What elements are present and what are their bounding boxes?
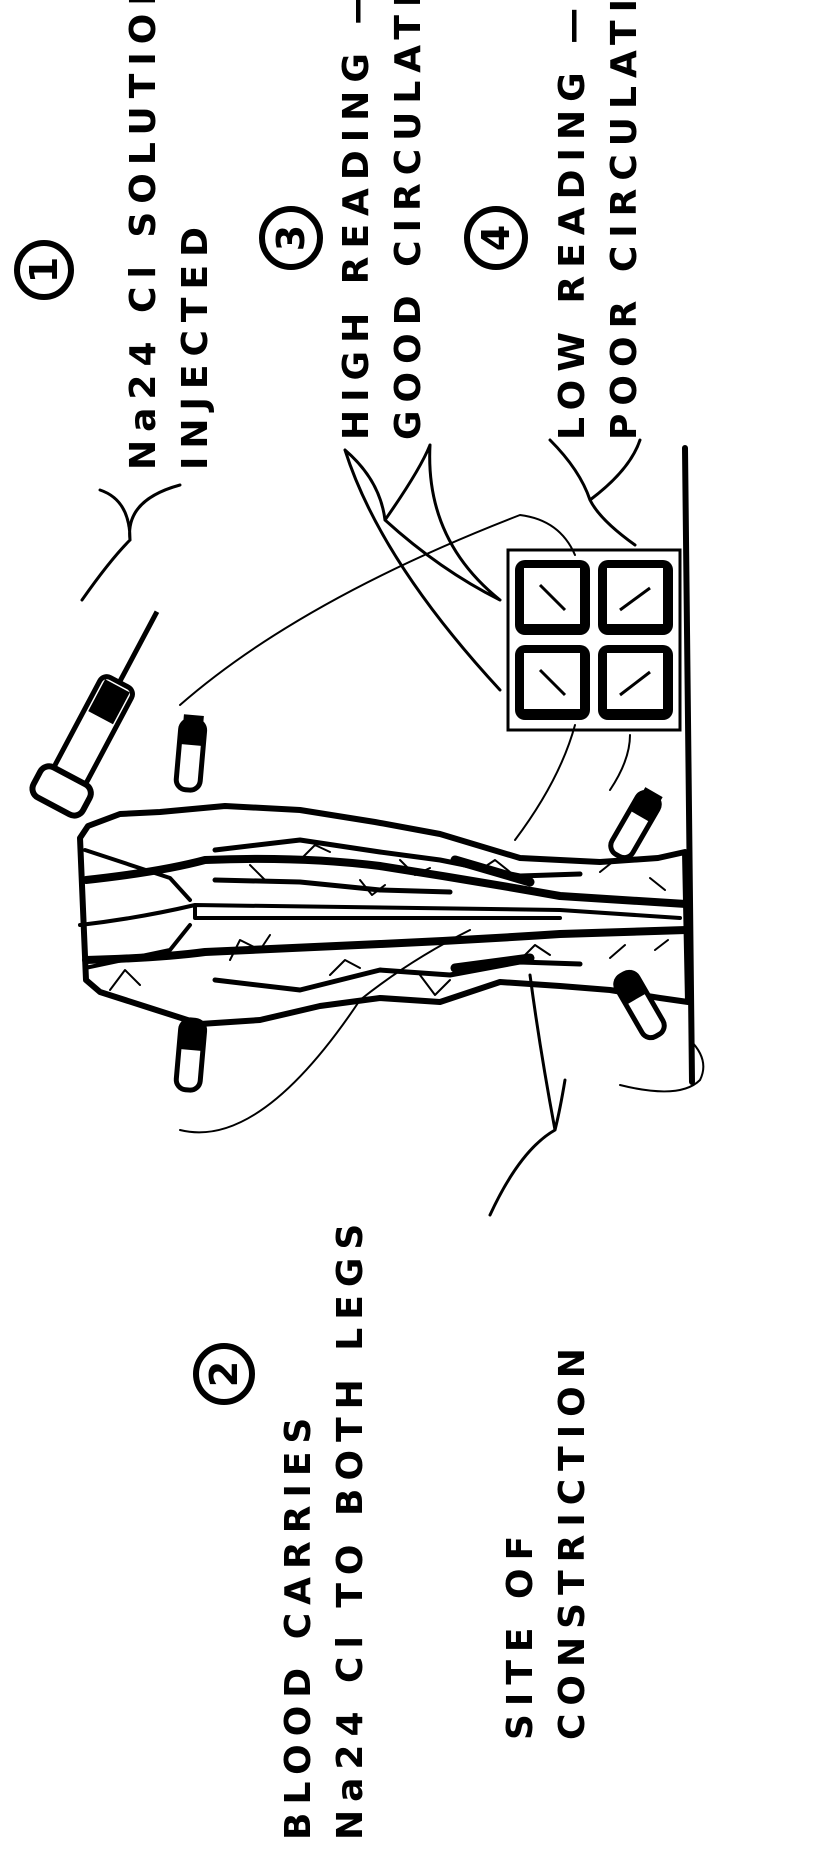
constriction-line1: SITE OF xyxy=(500,1528,541,1740)
wire-probe-to-meter-2 xyxy=(180,930,470,1132)
leg-gap xyxy=(80,905,680,925)
leader-step4 xyxy=(550,440,640,545)
step4-number: 4 xyxy=(474,225,518,251)
meter-bottom-right xyxy=(598,645,673,720)
legs-illustration xyxy=(80,806,688,1024)
wire-meter-to-leg xyxy=(515,725,575,840)
syringe-needle xyxy=(119,612,157,683)
step2-line1: BLOOD CARRIES xyxy=(278,1410,319,1840)
step3-label-group: 3 HIGH READING — GOOD CIRCULATION xyxy=(262,0,429,440)
legs-outline xyxy=(80,806,688,1024)
meter-panel xyxy=(508,550,680,730)
step3-line1: HIGH READING — xyxy=(336,0,377,440)
meter-top-left xyxy=(515,560,590,635)
constriction-label-group: SITE OF CONSTRICTION xyxy=(500,1340,593,1740)
step4-line1: LOW READING — xyxy=(552,0,593,440)
constriction-line2: CONSTRICTION xyxy=(552,1340,593,1740)
step3-line2: GOOD CIRCULATION xyxy=(388,0,429,440)
step2-number: 2 xyxy=(202,1361,246,1387)
step4-line2: POOR CIRCULATION xyxy=(604,0,645,440)
meter-bottom-left xyxy=(515,645,590,720)
step2-label-group: 2 BLOOD CARRIES Na24 Cl TO BOTH LEGS xyxy=(196,1216,371,1840)
leader-constriction xyxy=(490,975,565,1215)
step4-label-group: 4 LOW READING — POOR CIRCULATION xyxy=(467,0,645,440)
leader-step1 xyxy=(82,485,180,600)
step1-line2: INJECTED xyxy=(175,219,216,470)
step1-line1: Na24 Cl SOLUTION xyxy=(123,0,164,470)
leader-step3 xyxy=(345,445,500,690)
detector-probes xyxy=(175,714,667,1091)
step2-line2: Na24 Cl TO BOTH LEGS xyxy=(330,1216,371,1840)
wire-probe-right-top xyxy=(610,735,630,790)
step3-number: 3 xyxy=(269,225,313,251)
syringe xyxy=(29,599,182,820)
meter-top-right xyxy=(598,560,673,635)
artery-upper xyxy=(86,859,686,904)
step1-label-group: 1 Na24 Cl SOLUTION INJECTED xyxy=(17,0,216,470)
step1-number: 1 xyxy=(22,257,66,283)
